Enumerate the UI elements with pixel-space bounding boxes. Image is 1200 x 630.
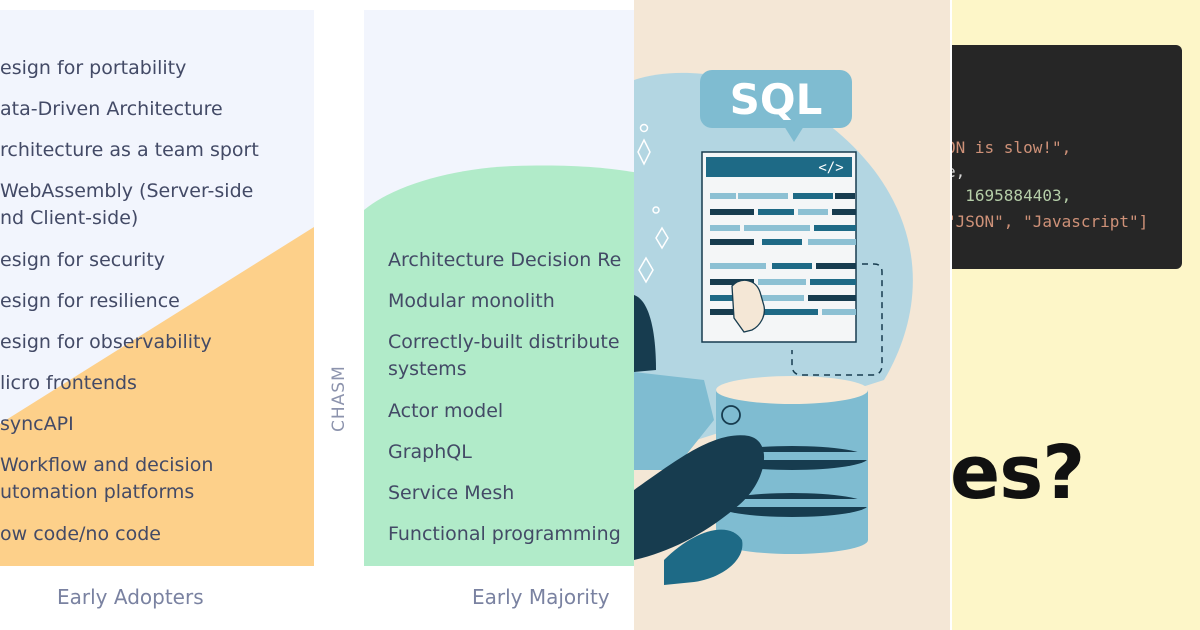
headline-fragment: es?	[950, 430, 1085, 516]
code-tag-text: </>	[818, 160, 843, 176]
list-item: ata-Driven Architecture	[0, 98, 223, 120]
code-line: : 1695884403,	[952, 186, 1072, 205]
code-line: "JSON", "Javascript"]	[952, 212, 1149, 231]
code-line-bar	[835, 193, 855, 199]
chasm-label: CHASM	[329, 365, 349, 432]
list-item: esign for resilience	[0, 290, 180, 312]
early-majority-fill	[364, 165, 634, 566]
list-item: licro frontends	[0, 372, 137, 394]
list-item: esign for security	[0, 249, 166, 271]
sql-speech-bubble: SQL	[700, 70, 852, 142]
code-document: </>	[701, 151, 857, 343]
person-leg	[634, 435, 765, 560]
person-arm	[634, 372, 714, 470]
code-line-bar	[758, 279, 806, 285]
list-item: WebAssembly (Server-side	[0, 180, 254, 202]
code-line-bar	[772, 263, 812, 269]
code-line-bar	[710, 209, 754, 215]
code-line-bar	[710, 295, 740, 301]
list-item: Correctly-built distribute	[388, 331, 620, 353]
code-line-bar	[793, 193, 833, 199]
sql-illustration-panel: SQL </>	[634, 0, 950, 630]
code-line-bar	[798, 209, 828, 215]
code-line-bar	[710, 225, 740, 231]
code-line-bar	[832, 209, 856, 215]
json-teaser-panel: ON is slow!", e, : 1695884403, "JSON", "…	[950, 0, 1200, 630]
list-item: ow code/no code	[0, 523, 161, 545]
code-line-bar	[822, 309, 856, 315]
list-item: Actor model	[388, 400, 504, 422]
code-snippet-window: ON is slow!", e, : 1695884403, "JSON", "…	[952, 45, 1182, 269]
early-adopters-fill	[0, 227, 314, 566]
hand-icon	[731, 279, 766, 333]
early-majority-label: Early Majority	[472, 585, 610, 609]
code-line-bar	[710, 239, 754, 245]
early-adopters-card: esign for portability ata-Driven Archite…	[0, 10, 314, 566]
early-majority-card: Architecture Decision Re Modular monolit…	[364, 10, 634, 566]
code-line-bar	[744, 225, 810, 231]
list-item: Functional programming	[388, 523, 621, 545]
list-item: esign for observability	[0, 331, 212, 353]
list-item: Service Mesh	[388, 482, 515, 504]
list-item: nd Client-side)	[0, 207, 139, 229]
code-line-bar	[762, 239, 802, 245]
code-line-bar	[710, 279, 754, 285]
sql-bubble-text: SQL	[730, 75, 823, 124]
code-line-bar	[808, 239, 856, 245]
code-line-bar	[710, 193, 736, 199]
list-item: utomation platforms	[0, 481, 195, 503]
code-line-bar	[814, 225, 856, 231]
list-item: Modular monolith	[388, 290, 555, 312]
code-line: e,	[952, 162, 966, 181]
code-line-bar	[808, 295, 856, 301]
sparkle-icon	[637, 123, 669, 284]
list-item: Architecture Decision Re	[388, 249, 622, 271]
adoption-chart-panel: esign for portability ata-Driven Archite…	[0, 10, 634, 609]
list-item: Workflow and decision	[0, 454, 214, 476]
code-line-bar	[738, 193, 788, 199]
sql-illustration: SQL </>	[634, 70, 913, 585]
list-item: systems	[388, 358, 467, 380]
early-adopters-label: Early Adopters	[57, 585, 204, 609]
list-item: rchitecture as a team sport	[0, 139, 259, 161]
code-line-bar	[710, 263, 766, 269]
code-line-bar	[758, 209, 794, 215]
code-line-bar	[816, 263, 856, 269]
list-item: syncAPI	[0, 413, 74, 435]
code-line-bar	[762, 309, 818, 315]
code-line: ON is slow!",	[952, 138, 1072, 157]
list-item: esign for portability	[0, 57, 187, 79]
code-line-bar	[744, 295, 804, 301]
person-figure	[634, 295, 656, 372]
person-leg-shadow	[664, 529, 743, 585]
code-line-bar	[810, 279, 856, 285]
list-item: GraphQL	[388, 441, 472, 463]
connector-line	[791, 263, 883, 376]
